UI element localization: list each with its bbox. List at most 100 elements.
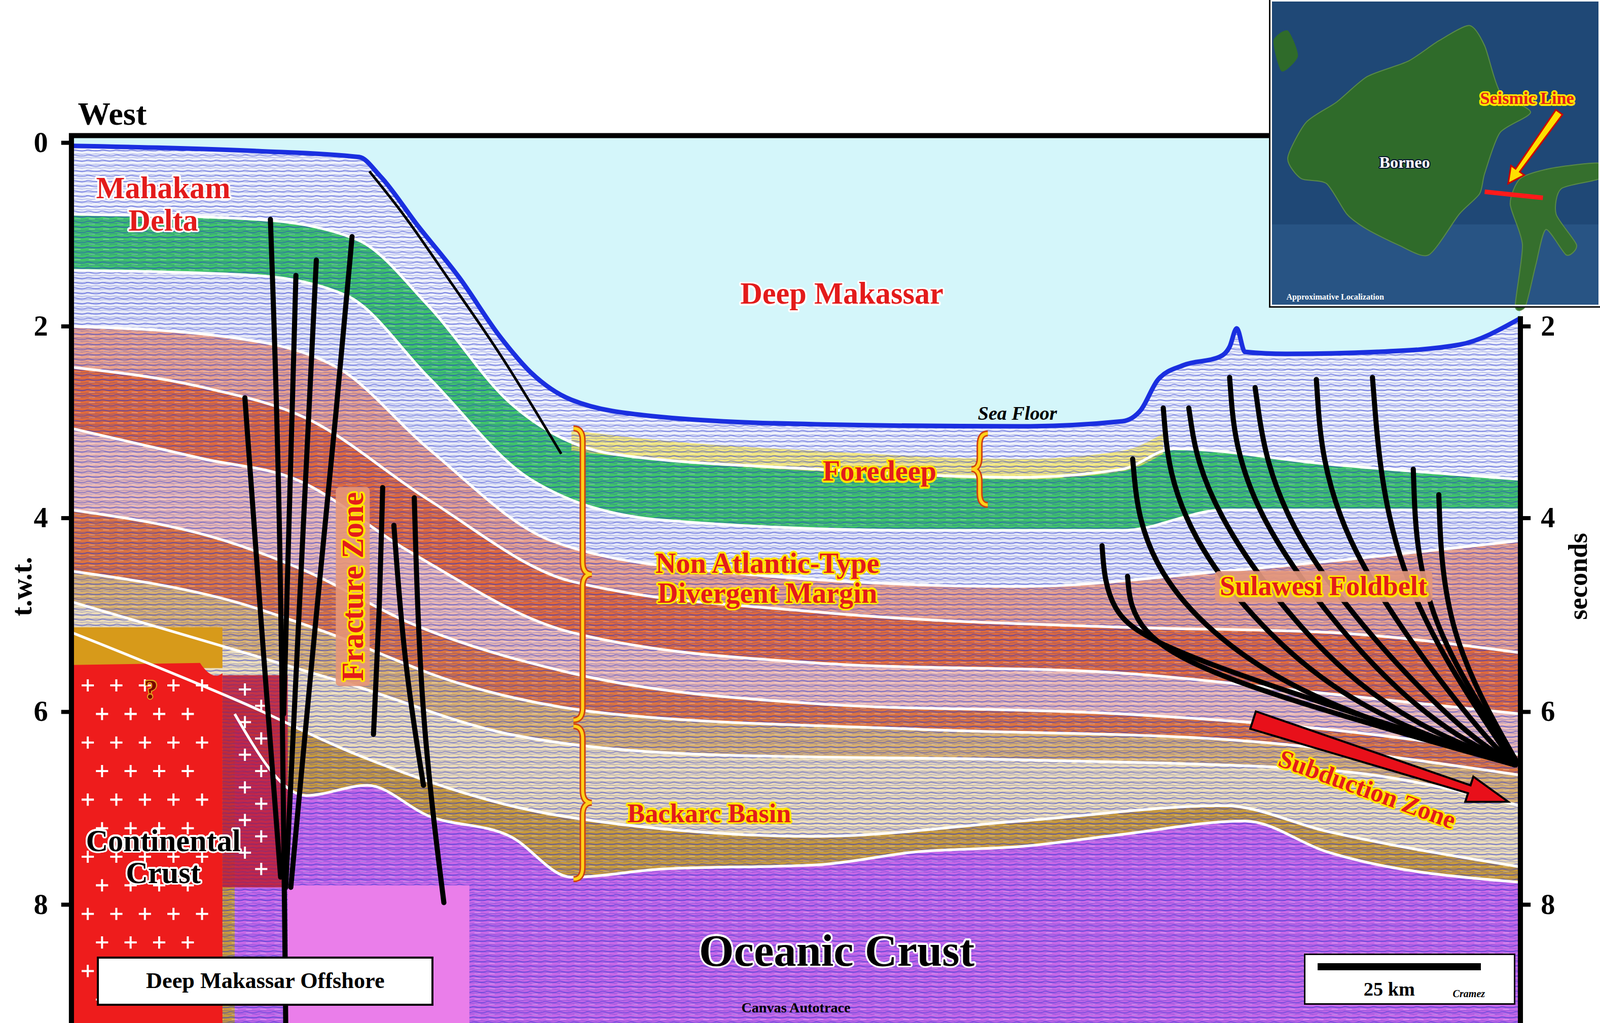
axis-tick	[61, 709, 74, 714]
axis-number: 0	[33, 127, 48, 158]
bracket	[573, 726, 592, 880]
sea	[1270, 0, 1600, 307]
credit-note: Canvas Autotrace	[741, 1000, 851, 1016]
crust-symbol	[238, 781, 251, 794]
axis-tick	[1518, 902, 1531, 907]
scale-box: 25 km Cramez	[1303, 953, 1516, 1005]
axis-title: seconds	[1563, 532, 1592, 621]
fault-line	[283, 275, 297, 714]
crust-symbol	[110, 736, 123, 749]
crust-symbol	[95, 707, 108, 720]
zone-label: Foredeep	[822, 456, 937, 487]
fault-line	[1132, 458, 1516, 766]
island-shape	[1510, 163, 1600, 311]
axis-tick	[1518, 709, 1531, 714]
crust-symbol	[124, 707, 137, 720]
axis-number: 4	[1540, 502, 1555, 533]
fault-line	[373, 487, 383, 735]
axis-number: 4	[33, 502, 48, 533]
crust-symbol	[167, 679, 180, 692]
bracket	[971, 433, 988, 505]
title-box: Deep Makassar Offshore	[96, 956, 434, 1006]
bracket	[971, 433, 988, 505]
crust-symbol	[81, 679, 94, 692]
axis-title: t.w.t.	[7, 556, 38, 616]
map-note: Approximative Localization	[1286, 293, 1384, 302]
crust-symbol	[95, 765, 108, 778]
scale-bar	[1317, 963, 1481, 971]
crust-symbol	[110, 793, 123, 806]
region-label: Mahakam Delta	[86, 171, 240, 237]
crust-label: Oceanic Crust	[699, 927, 975, 975]
region-label: Deep Makassar	[740, 277, 944, 310]
island-shape	[1287, 25, 1531, 256]
crust-symbol	[195, 736, 208, 749]
inset-map: Seismic LineBorneoApproximative Localiza…	[1270, 0, 1600, 307]
crust-symbol	[255, 732, 268, 745]
crust-symbol	[181, 707, 194, 720]
crust-symbol	[238, 748, 251, 761]
crust-symbol	[81, 907, 94, 921]
fault-line	[244, 397, 281, 878]
crust-symbol	[238, 683, 251, 696]
zone-label: Fracture Zone	[336, 486, 371, 686]
bracket	[573, 726, 592, 880]
crust-symbol	[255, 862, 268, 876]
fault-line	[1413, 469, 1516, 760]
crust-symbol	[153, 936, 166, 949]
axis-tick	[61, 902, 74, 907]
fault-line	[285, 260, 317, 888]
slope-fault	[369, 171, 562, 454]
zone-label: Non Atlantic-Type Divergent Margin	[619, 548, 916, 609]
map-callout: Seismic Line	[1479, 89, 1574, 108]
fault-line	[414, 497, 444, 903]
fault-line	[270, 219, 286, 1023]
crust-symbol	[195, 793, 208, 806]
crust-symbol	[195, 907, 208, 921]
axis-number: 6	[33, 697, 48, 727]
fault-line	[1438, 494, 1518, 763]
axis-tick	[1518, 324, 1531, 329]
axis-tick	[61, 324, 74, 329]
crust-symbol	[153, 707, 166, 720]
crust-symbol	[255, 830, 268, 843]
crust-symbol	[124, 936, 137, 949]
surface-label: Sea Floor	[977, 403, 1058, 424]
crust-symbol	[110, 679, 123, 692]
crust-symbol	[181, 765, 194, 778]
crust-symbol	[181, 936, 194, 949]
seismic-line-mark	[1484, 191, 1544, 198]
island-shape	[1273, 30, 1299, 72]
crust-symbol	[110, 907, 123, 921]
axis-number: 8	[33, 889, 48, 920]
map-label: Borneo	[1378, 154, 1430, 172]
crust-symbol	[153, 765, 166, 778]
crust-symbol	[167, 736, 180, 749]
title-text: Deep Makassar Offshore	[146, 969, 385, 993]
bracket	[573, 428, 592, 720]
zone-label: Backarc Basin	[627, 798, 791, 827]
crust-symbol	[124, 765, 137, 778]
crust-symbol	[81, 793, 94, 806]
axis-number: 8	[1540, 889, 1555, 920]
crust-symbol	[255, 765, 268, 778]
crust-symbol	[255, 797, 268, 810]
bracket	[573, 428, 592, 720]
axis-tick	[61, 516, 74, 521]
direction-label: West	[77, 97, 147, 132]
crust-symbol	[95, 936, 108, 949]
zone-label: Sulawesi Foldbelt	[1214, 570, 1433, 602]
pointer-arrow	[1508, 110, 1563, 185]
crust-label: Continental Crust	[66, 824, 261, 890]
scale-label: 25 km	[1363, 978, 1415, 999]
author-credit: Cramez	[1452, 988, 1485, 1000]
inset-map-art	[1270, 0, 1600, 311]
axis-tick	[1518, 516, 1531, 521]
query-mark: ?	[144, 675, 158, 704]
crust-symbol	[95, 879, 108, 892]
crust-symbol	[138, 907, 152, 921]
axis-number: 2	[1540, 311, 1555, 342]
axis-number: 2	[33, 311, 48, 342]
crust-symbol	[167, 907, 180, 921]
